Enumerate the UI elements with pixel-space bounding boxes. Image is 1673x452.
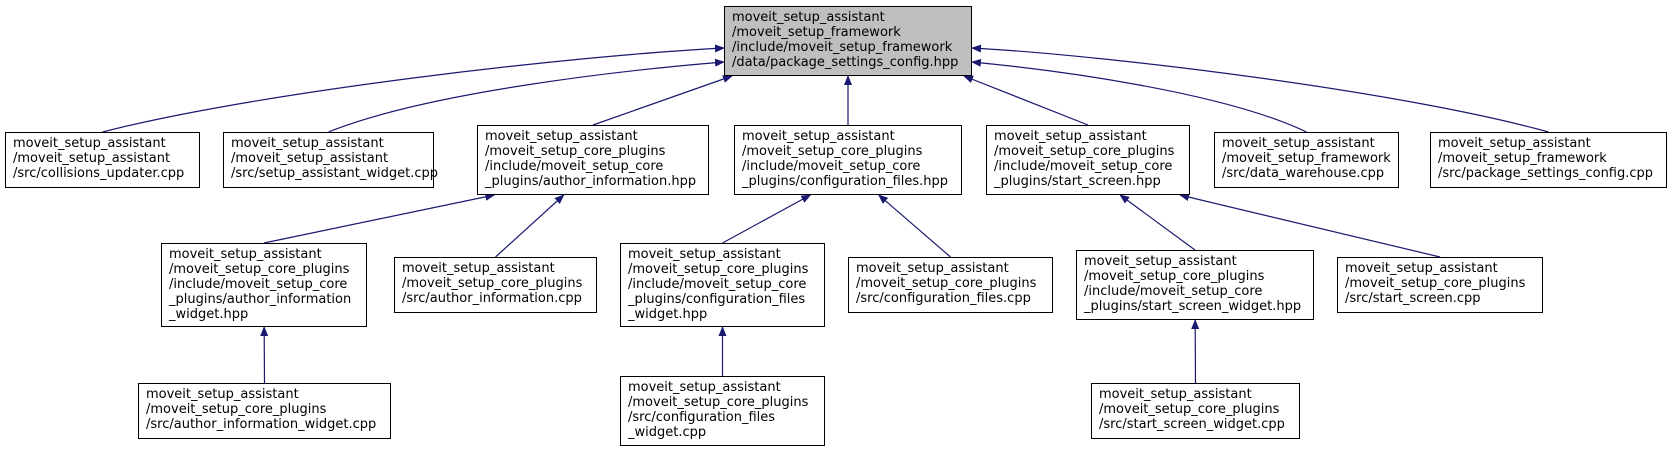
node-label-line: moveit_setup_assistant — [146, 387, 299, 402]
node-label-line: moveit_setup_assistant — [485, 129, 638, 144]
node-data-warehouse[interactable]: moveit_setup_assistant/moveit_setup_fram… — [1214, 132, 1399, 188]
node-label-line: /include/moveit_setup_core — [628, 277, 807, 292]
node-label-line: /src/setup_assistant_widget.cpp — [231, 166, 439, 181]
node-label-line: /src/start_screen.cpp — [1345, 291, 1481, 306]
node-label-line: _widget.cpp — [628, 425, 707, 440]
node-setup-assistant-widget[interactable]: moveit_setup_assistant/moveit_setup_assi… — [223, 132, 439, 188]
node-author-information-widget-cpp[interactable]: moveit_setup_assistant/moveit_setup_core… — [138, 383, 391, 439]
node-configuration-files-hpp[interactable]: moveit_setup_assistant/moveit_setup_core… — [734, 125, 962, 195]
edge-start-screen-widget-hpp-to-start-screen-hpp — [1119, 194, 1196, 251]
edge-start-screen-cpp-to-start-screen-hpp — [1179, 193, 1441, 258]
node-label-line: /moveit_setup_core_plugins — [402, 276, 583, 291]
node-package-settings-config-cpp[interactable]: moveit_setup_assistant/moveit_setup_fram… — [1430, 132, 1667, 188]
edge-setup-assistant-widget-to-root — [328, 58, 725, 133]
node-label-line: /include/moveit_setup_core — [485, 159, 664, 174]
node-label-line: moveit_setup_assistant — [742, 129, 895, 144]
node-label-line: /moveit_setup_core_plugins — [485, 144, 666, 159]
node-label-line: moveit_setup_assistant — [1438, 136, 1591, 151]
node-label-line: /moveit_setup_core_plugins — [742, 144, 923, 159]
node-start-screen-cpp[interactable]: moveit_setup_assistant/moveit_setup_core… — [1337, 257, 1543, 313]
edge-collisions-updater-to-root — [102, 44, 725, 133]
node-label-line: /moveit_setup_framework — [1438, 151, 1607, 166]
node-label-line: /src/configuration_files — [628, 410, 776, 425]
node-label-line: moveit_setup_assistant — [856, 261, 1009, 276]
node-label-line: /moveit_setup_core_plugins — [169, 262, 350, 277]
node-label-line: _plugins/start_screen_widget.hpp — [1084, 299, 1302, 314]
node-label-line: /moveit_setup_core_plugins — [1099, 402, 1280, 417]
node-label-line: /src/configuration_files.cpp — [856, 291, 1031, 306]
edge-data-warehouse-to-root — [971, 58, 1307, 133]
node-label-line: /moveit_setup_assistant — [13, 151, 171, 166]
node-label-line: moveit_setup_assistant — [169, 247, 322, 262]
node-label-line: moveit_setup_assistant — [1099, 387, 1252, 402]
node-label-line: moveit_setup_assistant — [628, 380, 781, 395]
node-label-line: moveit_setup_assistant — [628, 247, 781, 262]
node-label-line: moveit_setup_assistant — [402, 261, 555, 276]
node-label-line: _plugins/author_information.hpp — [485, 174, 697, 189]
node-configuration-files-cpp[interactable]: moveit_setup_assistant/moveit_setup_core… — [848, 257, 1053, 313]
node-label-line: /src/author_information_widget.cpp — [146, 417, 377, 432]
node-label-line: /src/start_screen_widget.cpp — [1099, 417, 1285, 432]
node-label-line: _plugins/start_screen.hpp — [994, 174, 1161, 189]
node-label-line: /moveit_setup_core_plugins — [856, 276, 1037, 291]
node-label-line: /src/data_warehouse.cpp — [1222, 166, 1385, 181]
node-label-line: moveit_setup_assistant — [1222, 136, 1375, 151]
node-start-screen-hpp[interactable]: moveit_setup_assistant/moveit_setup_core… — [986, 125, 1190, 195]
node-author-information-cpp[interactable]: moveit_setup_assistant/moveit_setup_core… — [394, 257, 597, 313]
node-label-line: _widget.hpp — [169, 307, 249, 322]
edge-start-screen-hpp-to-root — [963, 75, 1089, 126]
node-label-line: moveit_setup_assistant — [13, 136, 166, 151]
node-root[interactable]: moveit_setup_assistant/moveit_setup_fram… — [724, 6, 972, 76]
node-label-line: moveit_setup_assistant — [1345, 261, 1498, 276]
node-label-line: /data/package_settings_config.hpp — [732, 55, 959, 70]
node-configuration-files-widget-cpp[interactable]: moveit_setup_assistant/moveit_setup_core… — [620, 376, 825, 446]
node-label-line: /include/moveit_setup_core — [1084, 284, 1263, 299]
node-label-line: /include/moveit_setup_core — [742, 159, 921, 174]
node-label-line: /moveit_setup_core_plugins — [146, 402, 327, 417]
node-label-line: moveit_setup_assistant — [994, 129, 1147, 144]
node-configuration-files-widget-hpp[interactable]: moveit_setup_assistant/moveit_setup_core… — [620, 243, 825, 327]
node-label-line: _plugins/configuration_files.hpp — [742, 174, 949, 189]
node-label-line: /src/author_information.cpp — [402, 291, 582, 306]
node-label-line: /include/moveit_setup_framework — [732, 40, 953, 55]
node-label-line: moveit_setup_assistant — [231, 136, 384, 151]
node-label-line: /moveit_setup_core_plugins — [628, 395, 809, 410]
node-author-information-widget-hpp[interactable]: moveit_setup_assistant/moveit_setup_core… — [161, 243, 367, 327]
node-start-screen-widget-hpp[interactable]: moveit_setup_assistant/moveit_setup_core… — [1076, 250, 1314, 320]
node-label-line: /moveit_setup_framework — [1222, 151, 1391, 166]
node-start-screen-widget-cpp[interactable]: moveit_setup_assistant/moveit_setup_core… — [1091, 383, 1300, 439]
node-label-line: /moveit_setup_core_plugins — [1345, 276, 1526, 291]
edge-configuration-files-widget-hpp-to-configuration-files-hpp — [722, 194, 812, 244]
edge-author-information-cpp-to-author-information-hpp — [495, 194, 565, 258]
node-label-line: _plugins/configuration_files — [628, 292, 806, 307]
node-label-line: /include/moveit_setup_core — [169, 277, 348, 292]
edge-author-information-widget-hpp-to-author-information-hpp — [263, 192, 496, 244]
edge-package-settings-config-cpp-to-root — [971, 44, 1549, 133]
node-label-line: /src/collisions_updater.cpp — [13, 166, 185, 181]
node-label-line: _widget.hpp — [628, 307, 708, 322]
node-label-line: /moveit_setup_core_plugins — [628, 262, 809, 277]
node-label-line: /include/moveit_setup_core — [994, 159, 1173, 174]
node-label-line: moveit_setup_assistant — [732, 10, 885, 25]
edge-author-information-hpp-to-root — [592, 75, 733, 126]
node-collisions-updater[interactable]: moveit_setup_assistant/moveit_setup_assi… — [5, 132, 200, 188]
node-label-line: /src/package_settings_config.cpp — [1438, 166, 1654, 181]
node-label-line: /moveit_setup_assistant — [231, 151, 389, 166]
node-label-line: moveit_setup_assistant — [1084, 254, 1237, 269]
node-label-line: /moveit_setup_framework — [732, 25, 901, 40]
node-label-line: _plugins/author_information — [169, 292, 352, 307]
node-author-information-hpp[interactable]: moveit_setup_assistant/moveit_setup_core… — [477, 125, 709, 195]
node-label-line: /moveit_setup_core_plugins — [994, 144, 1175, 159]
node-label-line: /moveit_setup_core_plugins — [1084, 269, 1265, 284]
edge-configuration-files-cpp-to-configuration-files-hpp — [877, 194, 951, 258]
